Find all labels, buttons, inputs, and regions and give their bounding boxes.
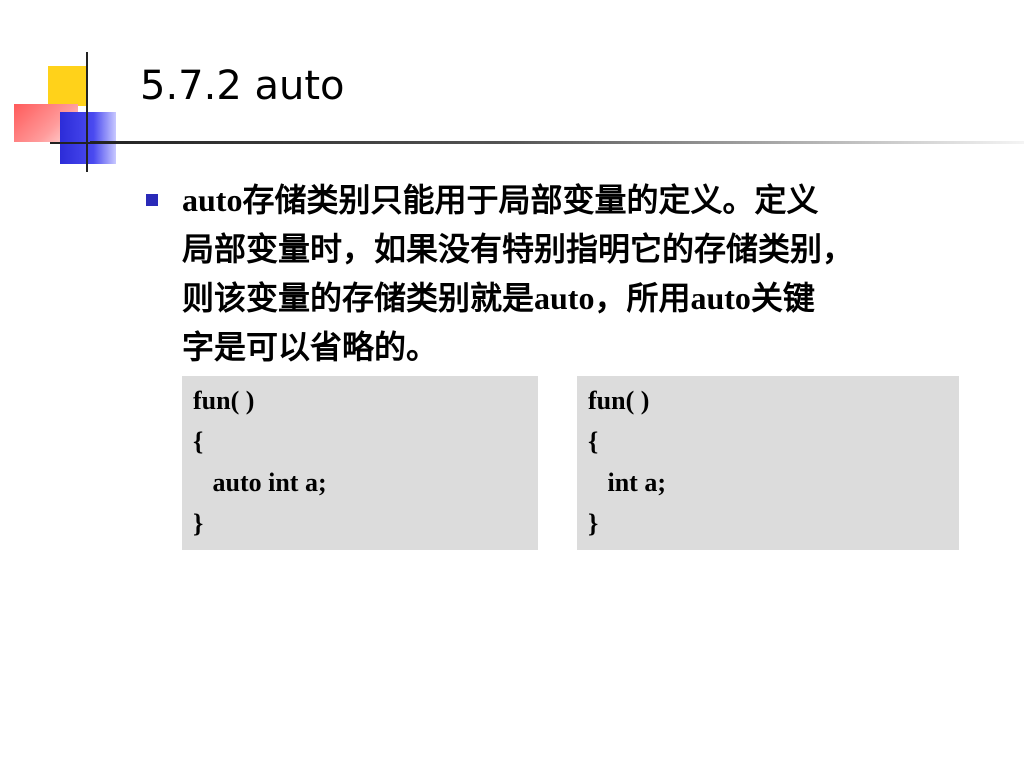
bullet-paragraph: auto存储类别只能用于局部变量的定义。定义 局部变量时，如果没有特别指明它的存… [182,176,992,372]
code-block-right: fun( ) { int a; } [577,376,959,550]
code-block-left: fun( ) { auto int a; } [182,376,538,550]
code-line: { [588,427,599,456]
logo-yellow-square [48,66,88,106]
title-divider [90,141,1024,144]
slide-logo-icon [0,0,160,180]
bullet-square-icon [146,194,158,206]
paragraph-line: 局部变量时，如果没有特别指明它的存储类别， [182,231,855,267]
paragraph-line: auto存储类别只能用于局部变量的定义。定义 [182,182,819,218]
slide-title: 5.7.2 auto [140,63,345,109]
logo-vertical-line [86,52,88,172]
code-line: int a; [588,468,667,497]
paragraph-line: 字是可以省略的。 [182,329,439,365]
code-line: fun( ) [193,386,255,415]
logo-blue-square [60,112,116,164]
code-line: auto int a; [193,468,327,497]
paragraph-line: 则该变量的存储类别就是auto，所用auto关键 [182,280,815,316]
code-line: } [588,509,599,538]
logo-horizontal-line [50,142,110,144]
code-line: } [193,509,204,538]
code-line: fun( ) [588,386,650,415]
code-line: { [193,427,204,456]
